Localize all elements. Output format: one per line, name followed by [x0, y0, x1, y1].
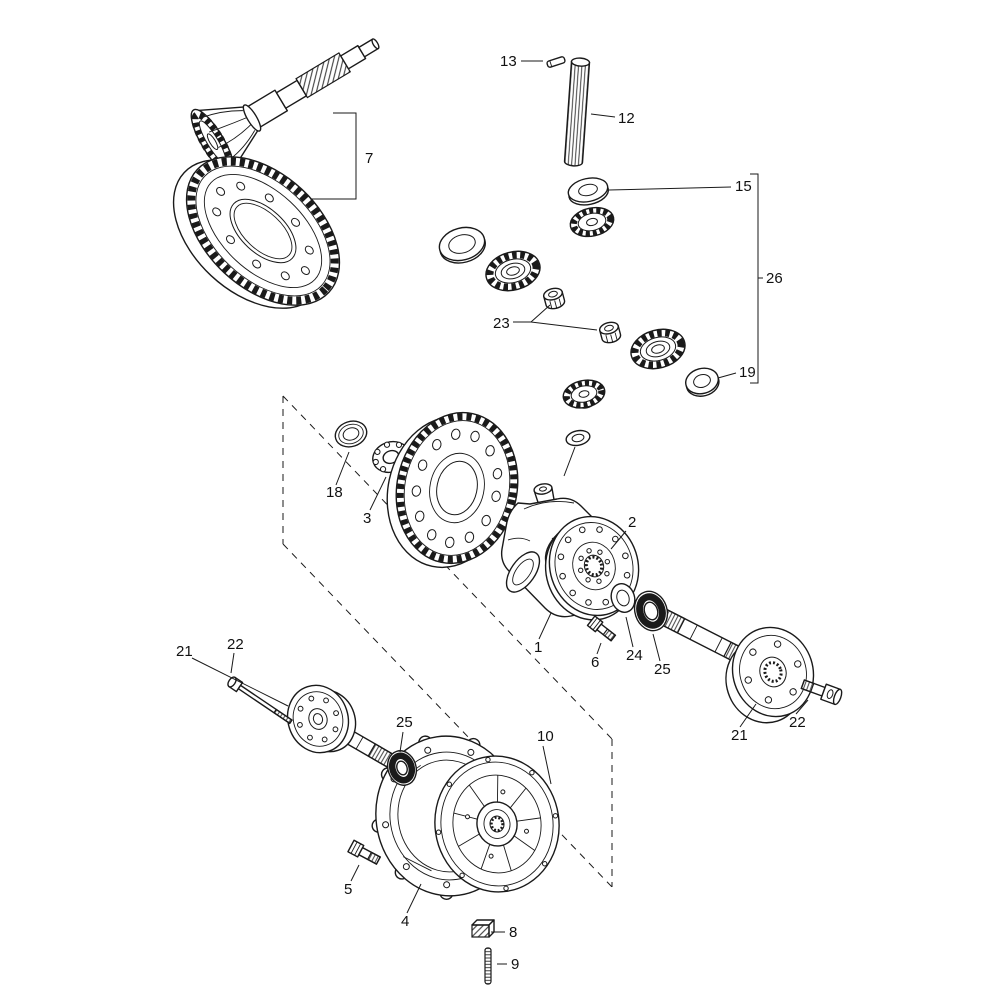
callout-1: 1	[534, 639, 542, 656]
leader-22-left	[230, 652, 235, 674]
ring-gear	[172, 156, 341, 309]
leader-lines	[191, 60, 809, 965]
leader-21-right	[739, 703, 757, 728]
callout-4: 4	[401, 913, 409, 930]
callout-2: 2	[628, 514, 636, 531]
leader-2	[610, 530, 627, 550]
callout-labels: 1 2 3 4 5 6 7 8 9 10 12 13 15 18 19 21 2…	[176, 53, 806, 973]
leader-10	[542, 745, 552, 785]
shim-washer	[567, 177, 610, 206]
thrust-washer-upper	[438, 226, 486, 264]
bracket-23	[513, 304, 598, 331]
leader-3	[369, 476, 387, 511]
callout-23: 23	[493, 315, 510, 332]
callout-3: 3	[363, 510, 371, 527]
small-washer	[565, 429, 591, 447]
leader-24	[625, 616, 634, 648]
side-cover	[434, 755, 560, 893]
leader-22-right	[795, 699, 809, 715]
hex-bolt-5	[347, 839, 382, 865]
callout-21-left: 21	[176, 643, 193, 660]
leader-5	[350, 864, 360, 882]
leader-25-left	[399, 731, 404, 753]
leader-6	[596, 642, 602, 655]
callout-10: 10	[537, 728, 554, 745]
leader-19	[717, 372, 737, 379]
spacer-nut	[598, 321, 622, 344]
callout-15: 15	[735, 178, 752, 195]
shaft-seal	[334, 420, 368, 448]
taper-bearing-right	[633, 590, 669, 632]
callout-9: 9	[511, 956, 519, 973]
bracket-7	[310, 112, 357, 200]
bracket-26	[750, 173, 763, 384]
leader-4	[406, 883, 422, 914]
spider-gear-upper	[569, 206, 615, 238]
ring-gear-mounted	[386, 411, 519, 569]
callout-19: 19	[739, 364, 756, 381]
roll-pin	[484, 947, 492, 985]
dowel-pin	[546, 56, 566, 68]
callout-5: 5	[344, 881, 352, 898]
thrust-washer-19	[685, 367, 720, 397]
callout-6: 6	[591, 654, 599, 671]
leader-12	[590, 113, 616, 118]
output-flange-left	[286, 684, 357, 754]
socket-bolt-right	[800, 679, 843, 706]
side-gear-right	[630, 328, 686, 370]
leader-1	[538, 612, 552, 640]
socket-bolt-left	[227, 676, 293, 725]
callout-13: 13	[500, 53, 517, 70]
spider-gear-lower	[562, 379, 606, 409]
mount-block	[471, 919, 495, 938]
callout-22-right: 22	[789, 714, 806, 731]
taper-bearing-left	[386, 750, 418, 786]
hex-bolt-6	[586, 615, 617, 642]
leader-25-right	[652, 633, 661, 662]
callout-18: 18	[326, 484, 343, 501]
spacer-washer-24	[610, 583, 636, 613]
callout-25-left: 25	[396, 714, 413, 731]
callout-26: 26	[766, 270, 783, 287]
spacer-bushing	[542, 287, 566, 310]
leader-small-washer	[563, 446, 576, 477]
callout-22-left: 22	[227, 636, 244, 653]
callout-24: 24	[626, 647, 643, 664]
side-gear-left	[485, 250, 541, 292]
pinion-spacer-shaft	[563, 57, 591, 167]
leader-18	[335, 451, 350, 486]
callout-7: 7	[365, 150, 373, 167]
callout-12: 12	[618, 110, 635, 127]
leader-21-left	[191, 657, 289, 707]
callout-21-right: 21	[731, 727, 748, 744]
leader-15	[608, 186, 732, 191]
callout-8: 8	[509, 924, 517, 941]
output-flange-right	[725, 626, 815, 724]
callout-25-right: 25	[654, 661, 671, 678]
